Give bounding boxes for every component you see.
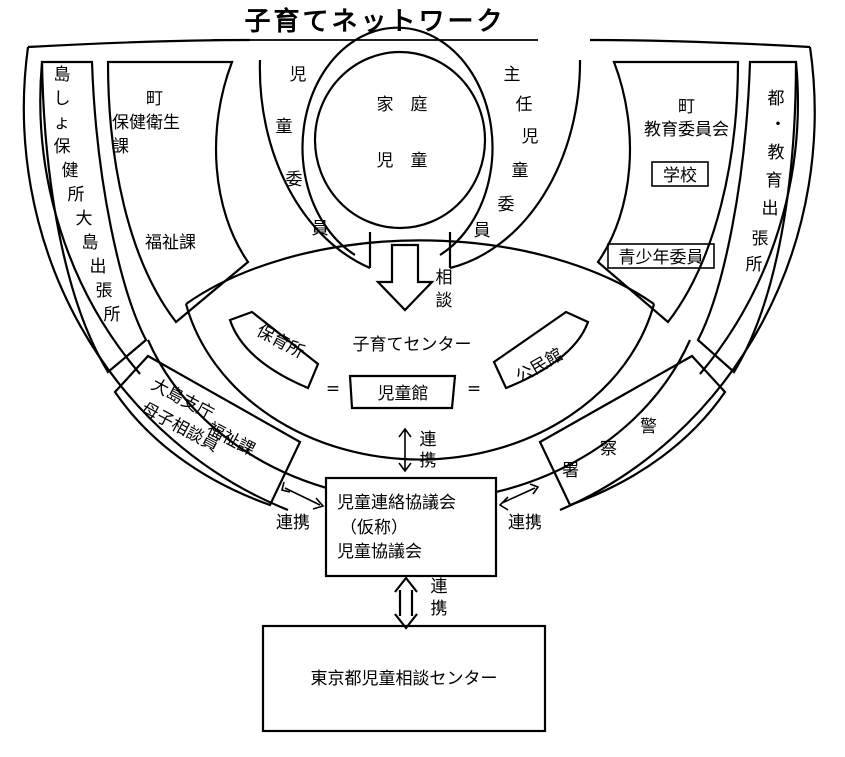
right-inner-top-1: 町 xyxy=(678,97,695,117)
left-inner-box xyxy=(106,60,250,324)
v-rightouter-char: 所 xyxy=(746,255,763,275)
v-renkei1-char: 連 xyxy=(420,430,437,450)
v-leftouter-char: 所 xyxy=(68,185,85,205)
iin-stem xyxy=(368,232,452,268)
left-inner-top-1: 町 xyxy=(146,89,163,109)
tokyo-label: 東京都児童相談センター xyxy=(311,669,498,689)
v-shunin-char: 童 xyxy=(512,161,529,181)
v-shunin-char: 児 xyxy=(522,127,539,147)
youth-box xyxy=(607,243,715,269)
council-line2: （仮称） xyxy=(340,518,408,538)
left-inner-bottom: 福祉課 xyxy=(145,233,196,253)
v-leftouter-char: 所 xyxy=(104,305,121,325)
center-band-top xyxy=(185,239,655,305)
v-leftouter-char: 大 xyxy=(76,209,93,229)
v-leftouter-char: ょ xyxy=(54,113,71,133)
v-leftouter-char: 張 xyxy=(96,281,113,301)
v-renkei2-char: 携 xyxy=(431,599,448,619)
jidoukan-label: 児童館 xyxy=(378,384,429,404)
kouminkan-box xyxy=(492,310,590,390)
v-leftouter-char: し xyxy=(54,89,71,109)
tokyo-box xyxy=(261,624,547,733)
equals-left: = xyxy=(326,379,340,399)
outer-top-arc xyxy=(27,38,811,49)
v-jidouiin-char: 童 xyxy=(276,117,293,137)
police-label-3: 署 xyxy=(562,461,579,481)
school-label: 学校 xyxy=(663,166,697,186)
v-rightouter-char: 都 xyxy=(768,89,785,109)
hoikusho-box xyxy=(228,310,320,390)
renkei-label-bottom: 連携 xyxy=(431,577,448,619)
v-leftouter-char: 健 xyxy=(62,161,79,181)
iin-ring xyxy=(258,59,582,270)
police-label: 警 xyxy=(640,417,657,437)
v-shunin-char: 主 xyxy=(504,65,521,85)
v-rightouter-char: 育 xyxy=(766,171,783,191)
v-leftouter-char: 島 xyxy=(54,65,71,85)
outer-fan xyxy=(22,46,816,512)
equals-right: = xyxy=(467,379,481,399)
left-outer-box xyxy=(40,60,148,374)
v-shunin-char: 任 xyxy=(516,95,533,115)
diagram-title: 子育てネットワーク xyxy=(244,6,505,37)
renkei-arrow-center xyxy=(398,427,412,473)
v-soudan-char: 談 xyxy=(436,291,453,311)
right-outer-box xyxy=(696,60,798,374)
v-leftouter-char: 島 xyxy=(82,233,99,253)
oshima-box xyxy=(113,354,302,507)
v-leftouter-char: 出 xyxy=(90,257,107,277)
right-inner-box xyxy=(596,60,740,324)
v-renkei1-char: 携 xyxy=(420,451,437,471)
police-label-2: 察 xyxy=(600,439,617,459)
v-jidouiin-char: 員 xyxy=(312,219,329,239)
family-line2: 児 童 xyxy=(377,151,428,171)
renkei-arrow-left xyxy=(281,481,325,510)
v-jidouiin-char: 児 xyxy=(290,65,307,85)
council-line1: 児童連絡協議会 xyxy=(337,493,456,513)
renkei-label-center: 連携 xyxy=(420,430,437,471)
v-shunin-char: 員 xyxy=(474,221,491,241)
left-inner-top-2: 保健衛生 xyxy=(112,113,180,133)
hoikusho-label: 保育所 xyxy=(253,321,307,363)
jidoukan-box xyxy=(348,374,457,410)
renkei-arrow-right xyxy=(498,483,540,511)
v-leftouter-char: 保 xyxy=(54,137,71,157)
council-line3: 児童協議会 xyxy=(337,542,422,562)
left-inner-top-3: 課 xyxy=(112,137,129,157)
council-box xyxy=(324,476,498,578)
center-title: 子育てセンター xyxy=(353,335,472,355)
iin-ring-inner xyxy=(301,26,494,256)
mid-fan xyxy=(39,61,799,375)
v-renkei2-char: 連 xyxy=(431,577,448,597)
v-rightouter-char: ・ xyxy=(770,115,787,135)
v-rightouter-char: 張 xyxy=(752,229,769,249)
kouminkan-label: 公民館 xyxy=(513,345,567,388)
v-rightouter-char: 出 xyxy=(762,199,779,219)
v-jidouiin-char: 委 xyxy=(286,170,303,190)
police-box xyxy=(538,354,727,507)
renkei-label-left: 連携 xyxy=(276,513,310,533)
renkei-double-arrow xyxy=(394,576,418,630)
right-inner-top-2: 教育委員会 xyxy=(644,120,729,140)
family-circle xyxy=(313,50,487,230)
soudan-label: 相談 xyxy=(436,268,453,311)
school-box xyxy=(651,161,709,187)
youth-label: 青少年委員 xyxy=(619,248,704,268)
family-line1: 家 庭 xyxy=(377,95,428,115)
soudan-arrow xyxy=(375,243,435,312)
v-shunin-char: 委 xyxy=(498,195,515,215)
renkei-label-right: 連携 xyxy=(508,513,542,533)
v-rightouter-char: 教 xyxy=(768,143,785,163)
v-soudan-char: 相 xyxy=(436,268,453,288)
